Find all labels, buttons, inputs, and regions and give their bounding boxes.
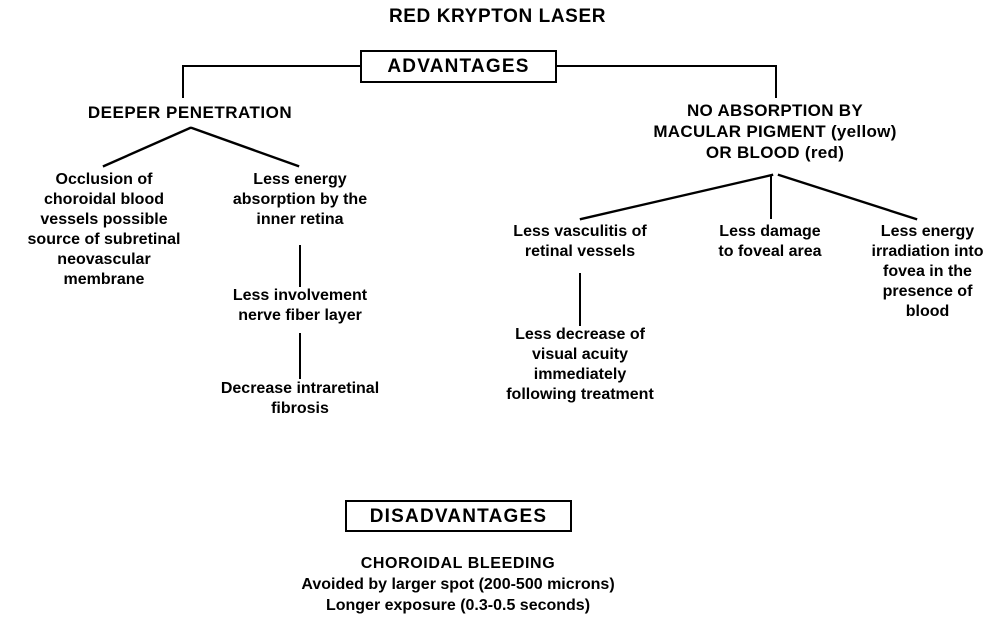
leaf-line: nerve fiber layer [238,307,362,324]
advantages-left-vertical-connector [182,65,184,98]
advantages-right-vertical-connector [775,65,777,98]
leaf-less-energy-irradiation-fovea: Less energy irradiation into fovea in th… [860,222,995,322]
leaf-line: choroidal blood [44,191,164,208]
leaf-decrease-intraretinal-fibrosis: Decrease intraretinal fibrosis [198,379,402,419]
leaf-less-involvement-nerve-fiber-layer: Less involvement nerve fiber layer [214,286,386,326]
page-title: RED KRYPTON LASER [388,6,607,27]
leaf-line: vessels possible [40,211,168,228]
leaf-line: Decrease intraretinal [220,380,380,397]
leaf-line: fibrosis [271,400,329,417]
branch-heading-deeper-penetration: DEEPER PENETRATION [87,103,293,122]
advantages-right-horizontal-connector [556,65,776,67]
branch-heading-no-absorption: NO ABSORPTION BY MACULAR PIGMENT (yellow… [600,100,950,163]
leaf-line: presence of [882,283,973,300]
branch-heading-line: MACULAR PIGMENT (yellow) [653,122,897,141]
leaf-line: to foveal area [718,243,822,260]
leaf-line: blood [905,303,950,320]
branch-heading-line: OR BLOOD (red) [705,143,845,162]
advantages-box-label: ADVANTAGES [387,56,530,77]
leaf-line: irradiation into [871,243,984,260]
disadvantages-detail-line: Longer exposure (0.3-0.5 seconds) [325,597,591,614]
leaf-line: inner retina [256,211,344,228]
connector-nerve-fiber-layer-to-decrease-fibrosis [299,333,301,379]
advantages-left-horizontal-connector [182,65,361,67]
leaf-line: Less vasculitis of [513,223,647,240]
leaf-line: Less decrease of [515,326,645,343]
leaf-line: Less energy [253,171,347,188]
leaf-less-damage-foveal-area: Less damage to foveal area [692,222,848,262]
leaf-line: Less involvement [232,287,368,304]
leaf-less-vasculitis-retinal-vessels: Less vasculitis of retinal vessels [496,222,664,262]
leaf-line: absorption by the [232,191,368,208]
disadvantages-box-label: DISADVANTAGES [369,505,548,527]
leaf-less-decrease-visual-acuity: Less decrease of visual acuity immediate… [476,325,684,405]
leaf-line: retinal vessels [524,243,636,260]
leaf-line: following treatment [506,386,654,403]
disadvantages-detail-line: Avoided by larger spot (200-500 microns) [301,576,615,593]
leaf-line: Occlusion of [55,171,153,188]
leaf-line: membrane [63,271,145,288]
connector-vasculitis-to-visual-acuity [579,273,581,326]
leaf-occlusion-of-choroidal-blood-vessels: Occlusion of choroidal blood vessels pos… [8,170,200,290]
leaf-less-energy-absorption-inner-retina: Less energy absorption by the inner reti… [216,170,384,230]
no-absorption-middle-connector [770,176,772,219]
leaf-line: source of subretinal [27,231,181,248]
leaf-line: Less energy [880,223,975,240]
leaf-line: visual acuity [531,346,629,363]
leaf-line: immediately [533,366,627,383]
leaf-line: neovascular [57,251,151,268]
leaf-line: Less damage [719,223,821,240]
disadvantages-heading: CHOROIDAL BLEEDING [360,555,556,572]
leaf-line: fovea in the [883,263,972,280]
disadvantages-box: DISADVANTAGES [345,500,572,532]
connector-inner-retina-to-nerve-fiber-layer [299,245,301,287]
branch-heading-line: NO ABSORPTION BY [686,101,864,120]
